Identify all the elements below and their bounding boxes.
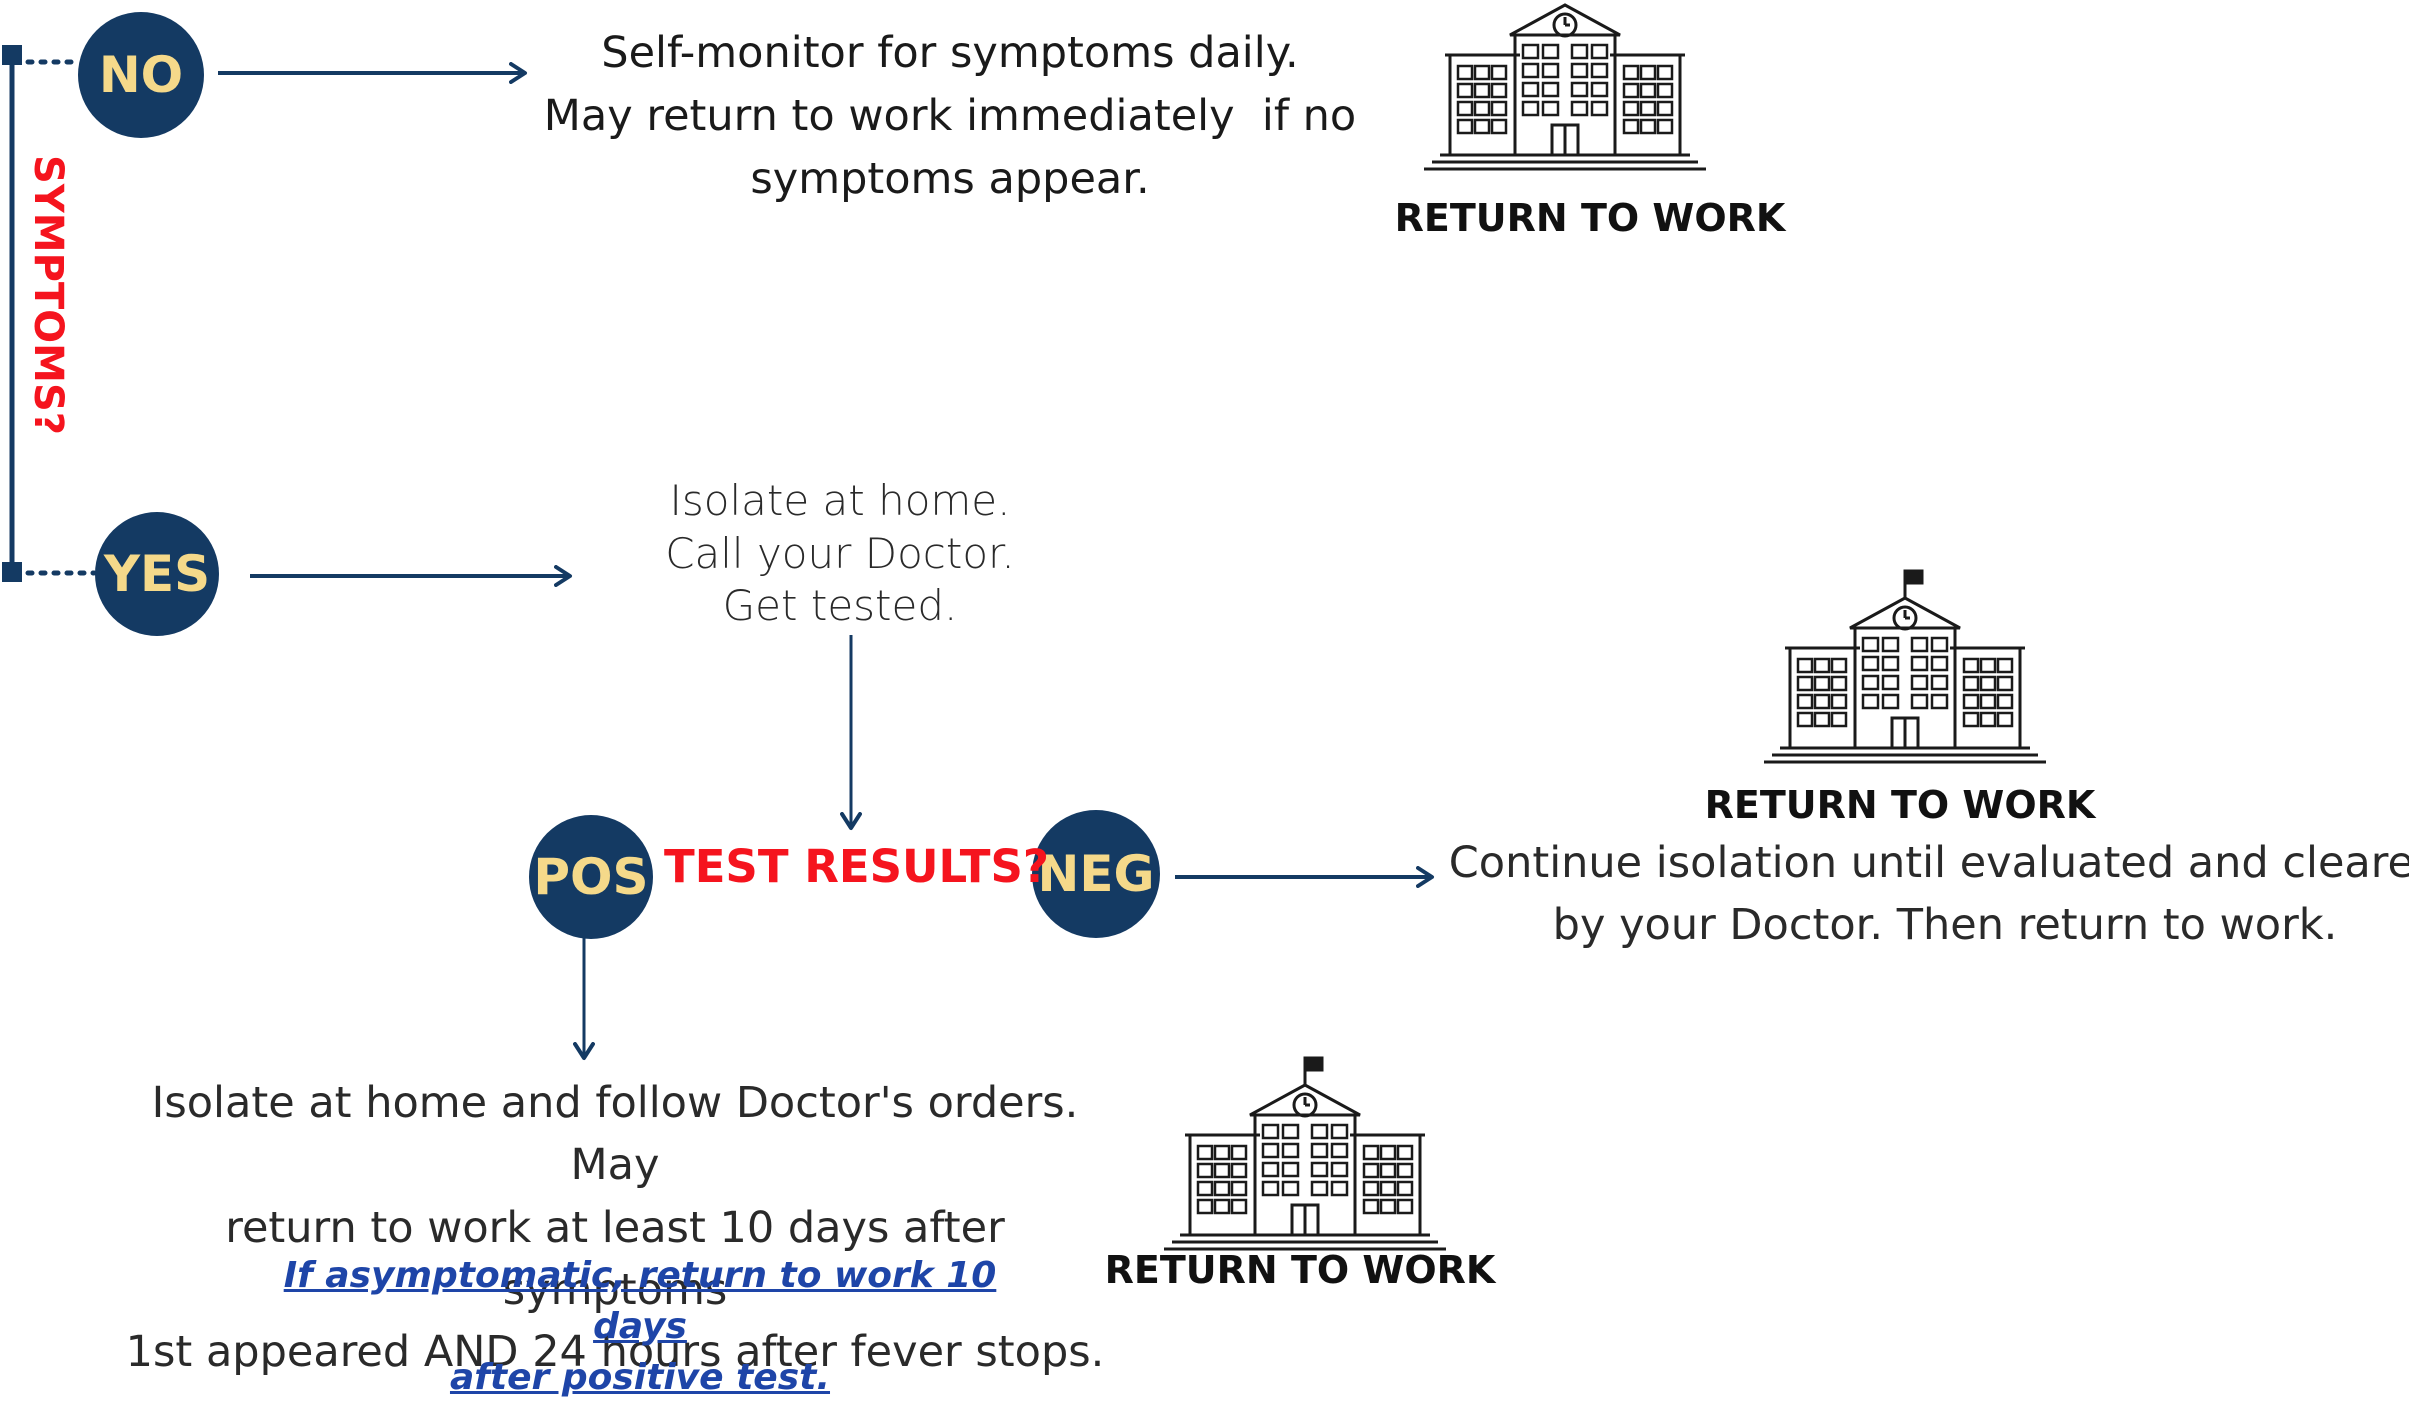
school-building-icon — [1764, 569, 2046, 764]
test-results-question: TEST RESULTS? — [664, 840, 1049, 893]
node-neg-label: NEG — [1037, 845, 1155, 903]
node-no-label: NO — [98, 46, 184, 104]
yes-text-line: Get tested. — [722, 581, 958, 630]
school-building-icon — [1424, 3, 1706, 171]
flow-connectors — [2, 45, 1434, 1060]
bracket-end-top — [2, 45, 22, 65]
neg-text-line: Continue isolation until evaluated and c… — [1448, 838, 2409, 888]
pos-text-line: return to work at least 10 days after sy… — [225, 1202, 1005, 1316]
asymptomatic-line[interactable]: If asymptomatic, return to work 10 days — [283, 1255, 997, 1348]
no-branch-text: Self-monitor for symptoms daily. May ret… — [500, 22, 1400, 212]
node-pos-label: POS — [533, 848, 649, 906]
return-to-work-label: RETURN TO WORK — [1704, 783, 2096, 827]
asymptomatic-link[interactable]: If asymptomatic, return to work 10 days … — [240, 1250, 1040, 1403]
node-yes-label: YES — [103, 545, 211, 603]
node-neg: NEG — [1032, 810, 1160, 938]
no-text-line: symptoms appear. — [750, 154, 1150, 205]
node-no: NO — [78, 12, 204, 138]
return-to-work-label: RETURN TO WORK — [1394, 196, 1786, 240]
yes-branch-text: Isolate at home. Call your Doctor. Get t… — [600, 475, 1080, 633]
yes-text-line: Call your Doctor. — [665, 528, 1015, 578]
symptoms-question: SYMPTOMS? — [25, 155, 71, 435]
pos-text-line: Isolate at home and follow Doctor's orde… — [151, 1078, 1079, 1191]
no-text-line: May return to work immediately if no — [543, 91, 1357, 142]
node-pos: POS — [529, 815, 653, 939]
return-to-work-label: RETURN TO WORK — [1104, 1248, 1496, 1292]
school-building-icon — [1164, 1056, 1446, 1251]
bracket-end-bottom — [2, 562, 22, 582]
yes-text-line: Isolate at home. — [669, 476, 1011, 525]
no-text-line: Self-monitor for symptoms daily. — [601, 28, 1299, 78]
node-yes: YES — [95, 512, 219, 636]
neg-text-line: by your Doctor. Then return to work. — [1552, 900, 2338, 951]
neg-branch-text: Continue isolation until evaluated and c… — [1440, 832, 2409, 957]
asymptomatic-line[interactable]: after positive test. — [449, 1357, 831, 1399]
